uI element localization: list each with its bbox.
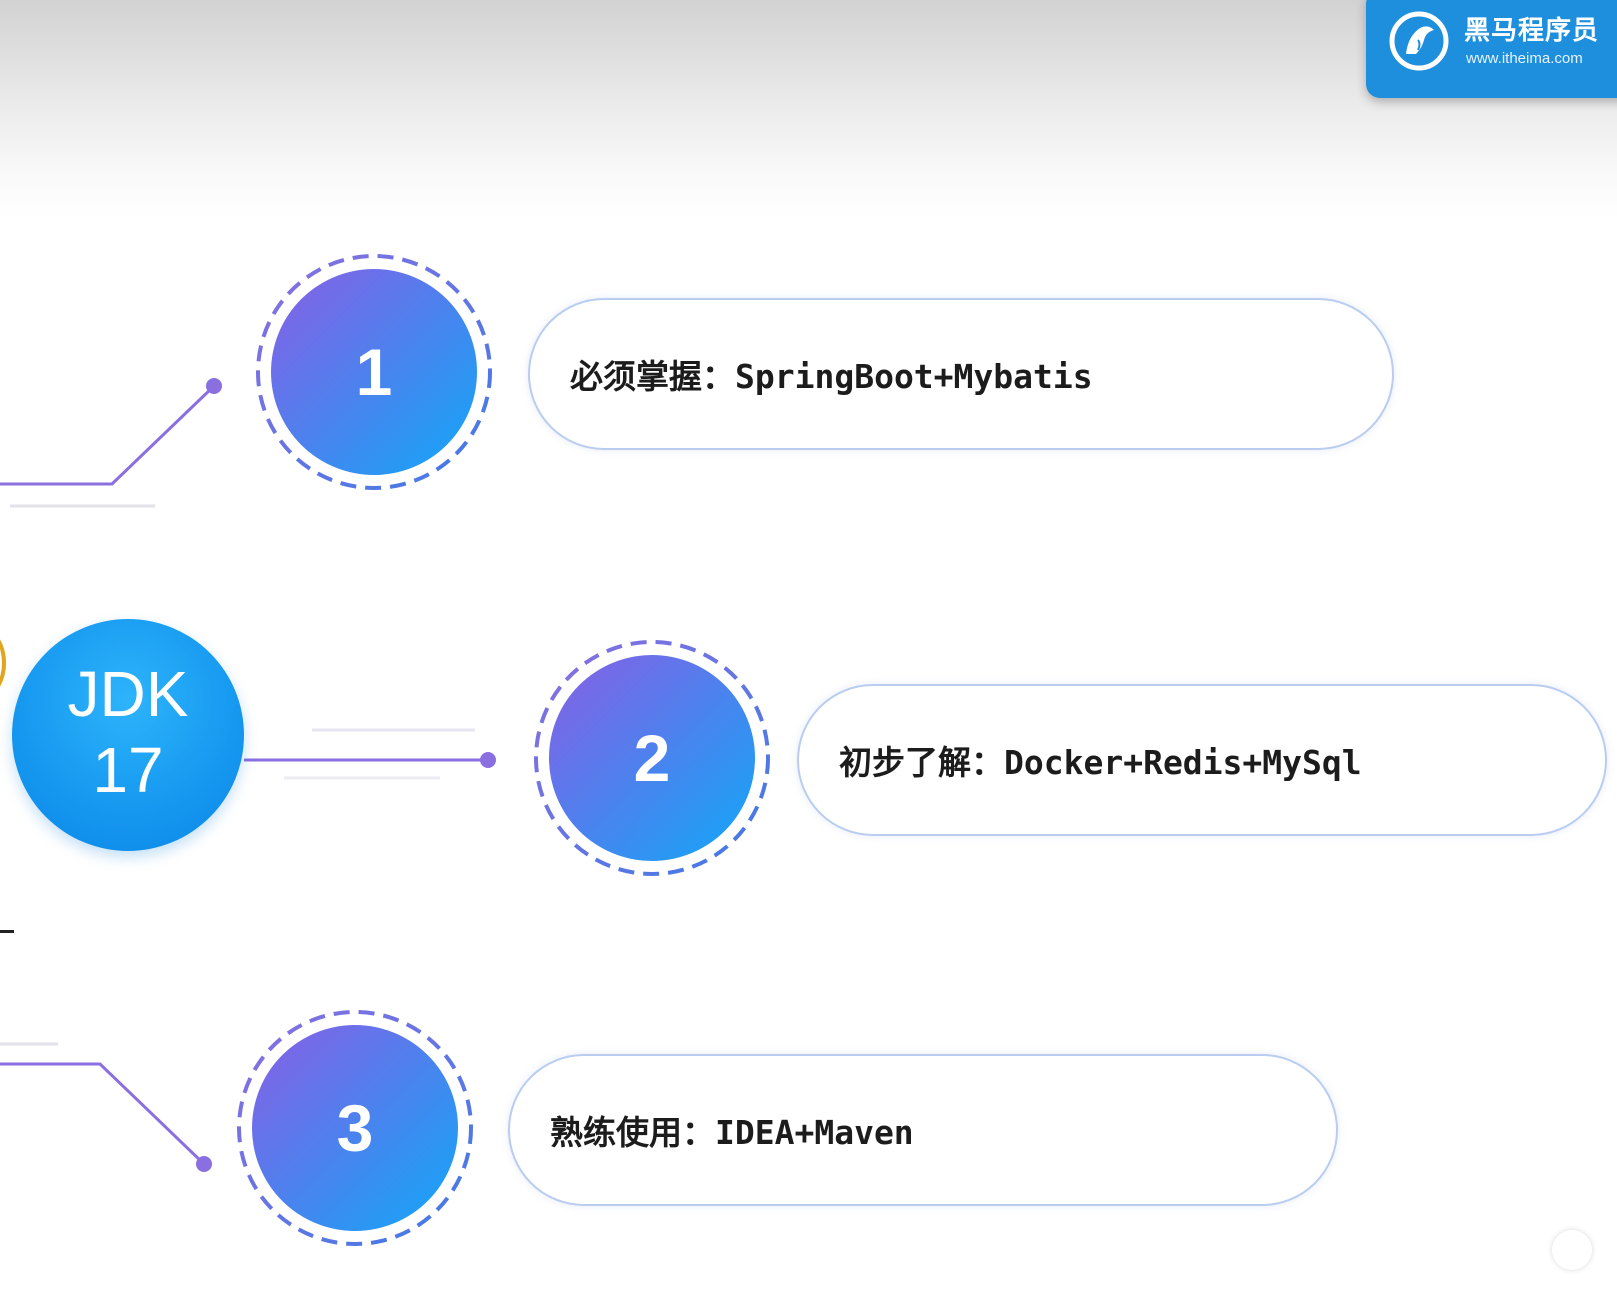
jdk-version: 17 (92, 734, 164, 806)
item-pill-2: 初步了解：Docker+Redis+MySql (797, 684, 1607, 836)
brand-badge: 黑马程序员 www.itheima.com (1366, 0, 1617, 98)
dashed-ring (256, 254, 492, 490)
connector-1-dot (206, 378, 222, 394)
connector-2-dot (480, 752, 496, 768)
number-1: 1 (271, 269, 477, 475)
number-badge-2: 2 (532, 638, 772, 878)
jdk-circle: JDK 17 (12, 619, 244, 851)
connector-3 (0, 1062, 206, 1166)
dashed-ring (534, 640, 770, 876)
number-badge-3: 3 (235, 1008, 475, 1248)
corner-button[interactable] (1552, 1230, 1592, 1270)
number-2: 2 (549, 655, 755, 861)
number-3: 3 (252, 1025, 458, 1231)
connector-3-dot (196, 1156, 212, 1172)
edge-dash (0, 930, 14, 933)
brand-name: 黑马程序员 (1464, 16, 1600, 46)
connector-1 (0, 384, 216, 486)
item-pill-3: 熟练使用：IDEA+Maven (508, 1054, 1338, 1206)
number-badge-1: 1 (254, 252, 494, 492)
dashed-ring (237, 1010, 473, 1246)
jdk-label: JDK (67, 658, 189, 730)
brand-url: www.itheima.com (1466, 50, 1583, 67)
horse-logo-icon (1389, 11, 1449, 71)
item-pill-1: 必须掌握：SpringBoot+Mybatis (528, 298, 1394, 450)
